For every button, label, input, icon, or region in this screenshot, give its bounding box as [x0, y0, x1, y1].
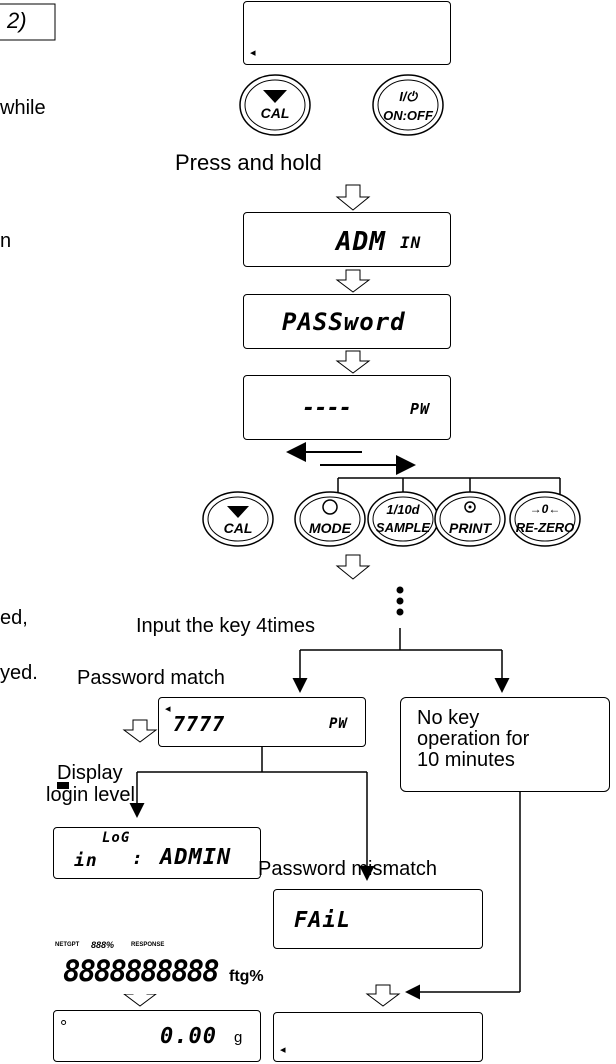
hollow-arrows	[122, 184, 401, 1007]
rezero-key[interactable]: RE-ZERO	[515, 520, 575, 535]
left-fragment-while: while	[0, 97, 46, 119]
display-login-line1: Display	[57, 762, 123, 784]
onoff-key[interactable]: ON:OFF	[383, 108, 433, 123]
left-fragment-n: n	[0, 230, 12, 252]
sample-key-line1[interactable]: 1/10d	[386, 502, 420, 517]
display-blank-top: ◂	[243, 1, 451, 65]
login-level-text: ADMIN	[160, 845, 232, 870]
response-label: RESPONSE	[131, 942, 165, 948]
cal-top-triangle-icon	[263, 90, 287, 103]
display-weighing: ° 0.00 g	[53, 1010, 261, 1062]
left-fragment-box	[0, 3, 56, 41]
pw-indicator: PW	[410, 400, 431, 418]
input-key-label: Input the key 4times	[136, 615, 315, 637]
password-match-label: Password match	[77, 667, 225, 689]
left-fragment-yed: yed.	[0, 662, 38, 684]
pointer-icon: ◂	[250, 47, 256, 59]
entered-code-text: 7777	[173, 712, 226, 736]
segment-test-text: 8888888888	[63, 954, 220, 988]
netgpt-label: NETGPT	[55, 942, 80, 948]
cal-top-key-outline	[239, 74, 311, 136]
admin-small-text: IN	[400, 233, 422, 252]
password-mismatch-label: Password mismatch	[258, 858, 437, 880]
pw-indicator: PW	[329, 716, 348, 732]
blink-dashes: ----	[302, 396, 352, 421]
fail-text: FAiL	[294, 908, 351, 933]
left-fragment-ed: ed,	[0, 607, 28, 629]
pointer-icon: ◂	[280, 1044, 286, 1056]
pointer-icon: ◂	[165, 703, 171, 715]
percent-label: 888%	[91, 940, 115, 950]
weight-unit: g	[234, 1029, 243, 1046]
print-key[interactable]: PRINT	[449, 520, 491, 536]
units-label: ftg%	[229, 968, 264, 985]
display-fail: FAiL	[273, 889, 483, 949]
mode-key[interactable]: MODE	[309, 520, 351, 536]
colon-text: :	[132, 848, 144, 869]
sample-key[interactable]: SAMPLE	[375, 520, 431, 535]
display-password: PASSword	[243, 294, 451, 349]
display-full-segments: NETGPT 888% RESPONSE 8888888888 ftg%	[53, 940, 264, 994]
weight-value: 0.00	[160, 1024, 217, 1049]
onoff-key-outline	[372, 74, 444, 136]
press-hold-label: Press and hold	[175, 150, 322, 175]
display-login-line2: login level	[46, 784, 135, 806]
in-text: in	[74, 850, 98, 871]
stable-circle-icon: °	[60, 1017, 68, 1037]
password-text: PASSword	[282, 308, 406, 336]
display-admin: ADM IN	[243, 212, 451, 267]
display-blank-bottom: ◂	[273, 1012, 483, 1062]
display-entered-code: ◂ 7777 PW	[158, 697, 366, 747]
display-pw-entry: ---- PW	[243, 375, 451, 440]
display-login-level: LoG in : ADMIN	[53, 827, 261, 879]
no-key-label: No key operation for 10 minutes	[417, 707, 530, 771]
left-fragment-corner: 2)	[7, 8, 27, 33]
cal-top-key[interactable]: CAL	[260, 105, 290, 121]
onoff-key-line1[interactable]: I/⏻	[399, 89, 417, 104]
rezero-key-line1[interactable]: →0←	[529, 502, 561, 516]
cal-key[interactable]: CAL	[223, 520, 253, 536]
no-key-box: No key operation for 10 minutes	[400, 697, 610, 792]
log-text: LoG	[102, 830, 131, 846]
admin-main-text: ADM	[336, 227, 386, 257]
